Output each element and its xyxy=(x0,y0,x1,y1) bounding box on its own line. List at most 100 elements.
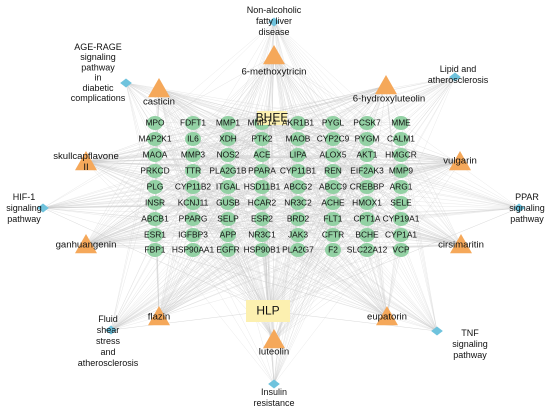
gene-node-brd2 xyxy=(290,212,306,226)
gene-label-maob: MAOB xyxy=(286,134,311,144)
gene-label-abcc9: ABCC9 xyxy=(319,182,347,192)
ingredient-label-flazin: flazin xyxy=(148,312,170,323)
ingredient-node-luteolin xyxy=(263,329,285,349)
gene-label-cyp11b1: CYP11B1 xyxy=(280,166,316,176)
gene-node-alox5 xyxy=(325,148,341,162)
gene-label-vcp: VCP xyxy=(392,245,410,255)
gene-node-flt1 xyxy=(325,212,341,226)
gene-node-cyp1a1 xyxy=(393,228,409,242)
gene-label-esr2: ESR2 xyxy=(251,214,273,224)
gene-label-selp: SELP xyxy=(217,214,239,224)
gene-label-slc22a12: SLC22A12 xyxy=(347,245,388,255)
pathway-node-tnf-signaling-pathway xyxy=(431,326,443,336)
gene-label-prkcd: PRKCD xyxy=(140,166,169,176)
gene-node-nr3c2 xyxy=(290,196,306,210)
ingredient-label-ganhuangenin: ganhuangenin xyxy=(56,240,117,251)
gene-label-xdh: XDH xyxy=(219,134,237,144)
gene-label-app: APP xyxy=(220,230,237,240)
gene-label-bche: BCHE xyxy=(355,230,379,240)
gene-node-esr2 xyxy=(254,212,270,226)
gene-label-cyp2c9: CYP2C9 xyxy=(317,134,350,144)
gene-label-igfbp3: IGFBP3 xyxy=(178,230,208,240)
gene-node-mmp3 xyxy=(185,148,201,162)
gene-node-il6 xyxy=(185,132,201,146)
gene-label-lipa: LIPA xyxy=(289,150,307,160)
gene-label-kcnj11: KCNJ11 xyxy=(178,198,209,208)
node-layer xyxy=(37,17,525,389)
gene-node-hsp90aa1 xyxy=(185,243,201,257)
gene-label-pla2g1b: PLA2G1B xyxy=(209,166,247,176)
gene-label-cyp19a1: CYP19A1 xyxy=(383,214,420,224)
gene-label-hsd11b1: HSD11B1 xyxy=(244,182,281,192)
gene-node-bche xyxy=(359,228,375,242)
ingredient-node-eupatorin xyxy=(376,306,398,326)
pathway-node-non-alcoholic-fatty-liver-disease xyxy=(268,17,280,27)
gene-label-insr: INSR xyxy=(145,198,165,208)
gene-label-hsp90b1: HSP90B1 xyxy=(244,245,281,255)
gene-node-nos2 xyxy=(220,148,236,162)
ingredient-label-vulgarin: vulgarin xyxy=(443,156,477,167)
gene-label-plg: PLG xyxy=(147,182,164,192)
gene-node-cyp11b2 xyxy=(185,180,201,194)
ingredient-node-vulgarin xyxy=(449,151,471,171)
gene-node-akr1b1 xyxy=(290,116,306,130)
gene-label-ttr: TTR xyxy=(185,166,201,176)
gene-node-itgal xyxy=(220,180,236,194)
gene-label-sele: SELE xyxy=(390,198,412,208)
gene-label-pygm: PYGM xyxy=(355,134,380,144)
gene-node-cftr xyxy=(325,228,341,242)
gene-label-hcar2: HCAR2 xyxy=(248,198,277,208)
gene-node-hsd11b1 xyxy=(254,180,270,194)
gene-label-maoa: MAOA xyxy=(143,150,168,160)
gene-node-xdh xyxy=(220,132,236,146)
gene-label-mmp14: MMP14 xyxy=(248,118,277,128)
gene-label-ace: ACE xyxy=(253,150,271,160)
gene-label-hsp90aa1: HSP90AA1 xyxy=(172,245,215,255)
gene-label-abcb1: ABCB1 xyxy=(141,214,169,224)
gene-node-cyp2c9 xyxy=(325,132,341,146)
gene-node-hcar2 xyxy=(254,196,270,210)
gene-node-gusb xyxy=(220,196,236,210)
gene-node-mmp9 xyxy=(393,164,409,178)
pathway-node-ppar-signaling-pathway xyxy=(513,203,525,213)
gene-node-insr xyxy=(147,196,163,210)
gene-node-prkcd xyxy=(147,164,163,178)
gene-node-pla2g1b xyxy=(220,164,236,178)
gene-node-fbp1 xyxy=(147,243,163,257)
gene-label-mmp3: MMP3 xyxy=(181,150,206,160)
gene-label-mmp1: MMP1 xyxy=(216,118,241,128)
gene-label-cpt1a: CPT1A xyxy=(354,214,381,224)
gene-label-ache: ACHE xyxy=(321,198,345,208)
gene-node-egfr xyxy=(220,243,236,257)
pathway-node-insulin-resistance xyxy=(268,379,280,389)
gene-node-cyp19a1 xyxy=(393,212,409,226)
gene-label-cyp1a1: CYP1A1 xyxy=(385,230,417,240)
ingredient-node-skullcapflavone-ii xyxy=(75,151,97,171)
gene-label-abcg2: ABCG2 xyxy=(284,182,313,192)
gene-node-vcp xyxy=(393,243,409,257)
gene-node-f2 xyxy=(325,243,341,257)
gene-node-maoa xyxy=(147,148,163,162)
gene-label-pparg: PPARG xyxy=(179,214,208,224)
ingredient-label-cirsimaritin: cirsimaritin xyxy=(438,240,484,251)
gene-label-mpo: MPO xyxy=(145,118,165,128)
gene-node-hmgcr xyxy=(393,148,409,162)
ingredient-node-6-methoxytricin xyxy=(263,45,285,65)
ingredient-node-casticin xyxy=(148,78,170,98)
ingredient-node-cirsimaritin xyxy=(450,234,472,254)
gene-node-fdft1 xyxy=(185,116,201,130)
gene-label-gusb: GUSB xyxy=(216,198,240,208)
gene-label-ren: REN xyxy=(324,166,342,176)
gene-label-egfr: EGFR xyxy=(216,245,239,255)
gene-node-ace xyxy=(254,148,270,162)
gene-label-f2: F2 xyxy=(328,245,338,255)
gene-label-nos2: NOS2 xyxy=(217,150,240,160)
gene-label-nr3c2: NR3C2 xyxy=(284,198,312,208)
gene-label-mmp9: MMP9 xyxy=(389,166,414,176)
gene-node-slc22a12 xyxy=(359,243,375,257)
